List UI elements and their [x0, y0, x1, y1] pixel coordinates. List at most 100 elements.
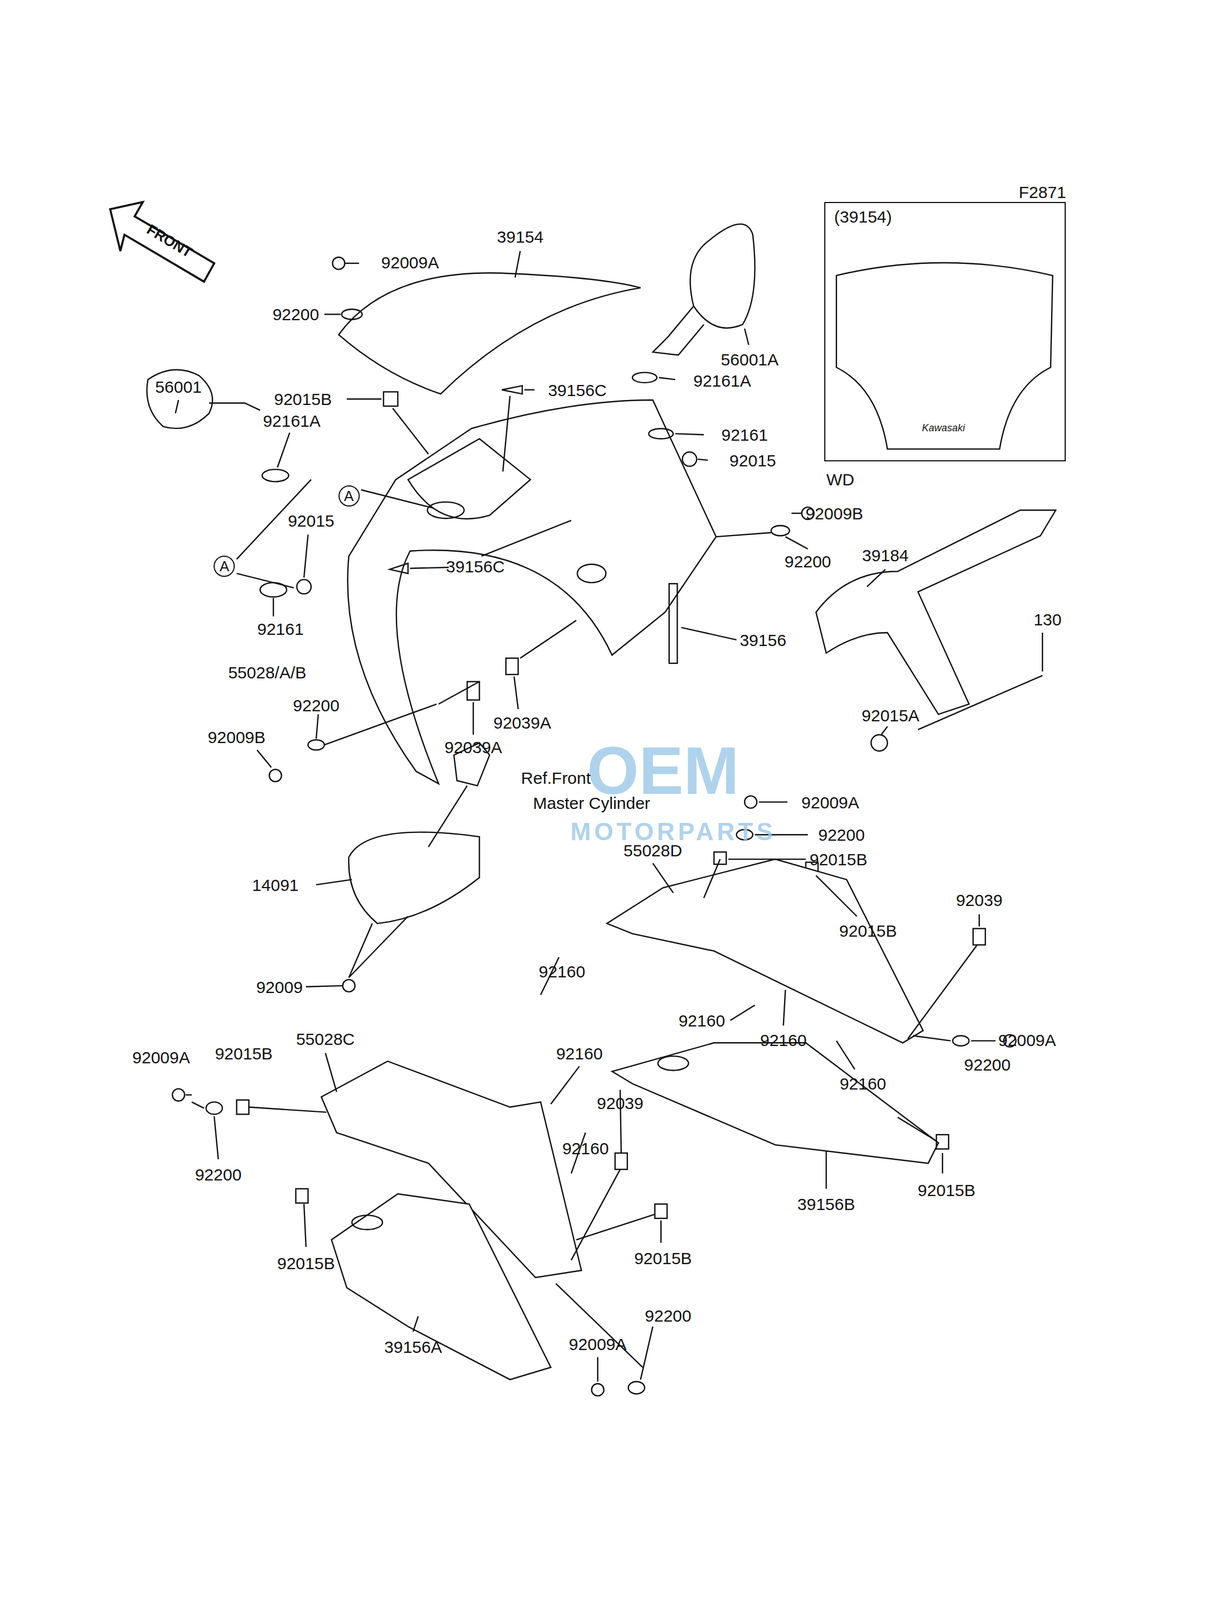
- callout-number: 92015B: [634, 1248, 692, 1268]
- brand-mark: Kawasaki: [921, 422, 965, 434]
- callout-number: 92160: [538, 962, 586, 981]
- callout-number: 92039: [596, 1093, 644, 1113]
- callout-number: 92161: [257, 619, 304, 638]
- leader-lines: [175, 250, 1043, 1382]
- washer: [952, 1035, 969, 1046]
- variant-code: WD: [826, 470, 855, 490]
- insulator-hole: [658, 1055, 689, 1071]
- tag: [501, 385, 523, 394]
- washer: [205, 1101, 222, 1114]
- gasket: [648, 428, 674, 439]
- callout-number: 92009A: [998, 1030, 1056, 1049]
- callout-number: 92160: [556, 1043, 603, 1062]
- inset-heading: (39154): [834, 207, 892, 227]
- callout-number: 92015B: [274, 389, 332, 409]
- insulator: [611, 1042, 939, 1163]
- callout-number: 56001: [155, 377, 202, 396]
- callout-number: 92015B: [277, 1253, 335, 1273]
- callout-number: 14091: [252, 875, 299, 894]
- windshield: [338, 272, 641, 394]
- nut: [871, 734, 888, 751]
- callout-number: 92009A: [132, 1047, 190, 1066]
- stay-bracket: [815, 510, 1056, 715]
- side-cover: [348, 832, 480, 924]
- callout-number: 55028C: [296, 1028, 355, 1048]
- callout-number: 92009A: [801, 792, 859, 811]
- nut: [682, 451, 698, 467]
- upper-cowl: [347, 399, 717, 784]
- pin: [615, 1152, 628, 1169]
- cowl-hole: [427, 501, 464, 519]
- callout-number: 92160: [839, 1074, 887, 1093]
- gasket: [262, 469, 289, 482]
- callout-number: 92200: [644, 1305, 691, 1324]
- callout-number: 92200: [964, 1054, 1011, 1073]
- callout-number: 39156C: [548, 380, 607, 399]
- washer: [307, 739, 325, 750]
- reference-letter: A: [213, 555, 235, 577]
- callout-number: 92015B: [809, 849, 868, 869]
- grommet: [654, 1203, 667, 1218]
- cowl-hole: [577, 563, 606, 583]
- callout-number: 92015B: [917, 1180, 976, 1199]
- callout-number: 92039A: [444, 737, 502, 756]
- pin: [505, 658, 519, 675]
- callout-number: Master Cylinder: [533, 793, 651, 812]
- callout-number: 92200: [784, 551, 831, 570]
- callout-number: 55028D: [623, 840, 683, 859]
- lower-cowl: [606, 858, 923, 1043]
- windshield-front: [836, 262, 1053, 449]
- callout-number: 92200: [818, 825, 865, 844]
- callout-number: 130: [1033, 610, 1062, 629]
- mirror-stalk: [653, 306, 704, 356]
- callout-number: 92161A: [693, 371, 751, 390]
- screw: [342, 979, 356, 992]
- callout-number: 92015: [729, 450, 776, 470]
- callout-number: 56001A: [721, 349, 779, 369]
- mirror: [146, 369, 213, 429]
- callout-number: 92009A: [381, 253, 439, 272]
- screw: [269, 769, 282, 782]
- reference-letter: A: [338, 485, 360, 507]
- callout-number: 39156B: [797, 1194, 855, 1213]
- mirror: [690, 224, 756, 328]
- mirror-stalk: [209, 403, 260, 411]
- nut: [296, 579, 312, 594]
- grommet: [936, 1134, 949, 1149]
- washer: [771, 525, 790, 536]
- callout-number: 92015B: [839, 921, 897, 940]
- callout-number: 92009B: [208, 727, 266, 746]
- washer: [341, 308, 363, 319]
- gasket: [632, 372, 657, 383]
- callout-number: 39156C: [446, 557, 505, 576]
- strip: [669, 583, 678, 664]
- screw: [172, 1088, 185, 1101]
- pin: [973, 927, 986, 945]
- callout-number: 92009A: [568, 1333, 627, 1353]
- callout-number: 92039: [955, 890, 1003, 910]
- callout-number: F2871: [1018, 182, 1067, 201]
- callout-number: 92160: [760, 1030, 807, 1049]
- bolt: [917, 675, 1043, 730]
- grommet: [236, 1099, 249, 1115]
- callout-number: 92009B: [805, 503, 863, 522]
- tag: [389, 563, 409, 574]
- callout-number: 92200: [195, 1165, 242, 1184]
- insulator-hole: [351, 1214, 383, 1230]
- callout-number: 92015A: [861, 706, 920, 725]
- callout-number: 39184: [862, 545, 909, 564]
- callout-number: 92009: [255, 977, 303, 996]
- callout-number: Ref.Front: [520, 767, 591, 787]
- screw: [332, 257, 345, 270]
- screw: [591, 1383, 604, 1396]
- grommet: [383, 391, 399, 406]
- grommet: [713, 851, 727, 864]
- callout-number: 92161A: [262, 411, 321, 430]
- inset-box: (39154)WD: [824, 201, 1066, 462]
- callout-number: 92015B: [214, 1043, 273, 1062]
- insulator: [331, 1193, 551, 1380]
- callout-number: 39154: [496, 227, 544, 246]
- callout-number: 92160: [562, 1138, 609, 1157]
- callout-number: 92200: [272, 305, 319, 324]
- callout-number: 92160: [678, 1011, 725, 1030]
